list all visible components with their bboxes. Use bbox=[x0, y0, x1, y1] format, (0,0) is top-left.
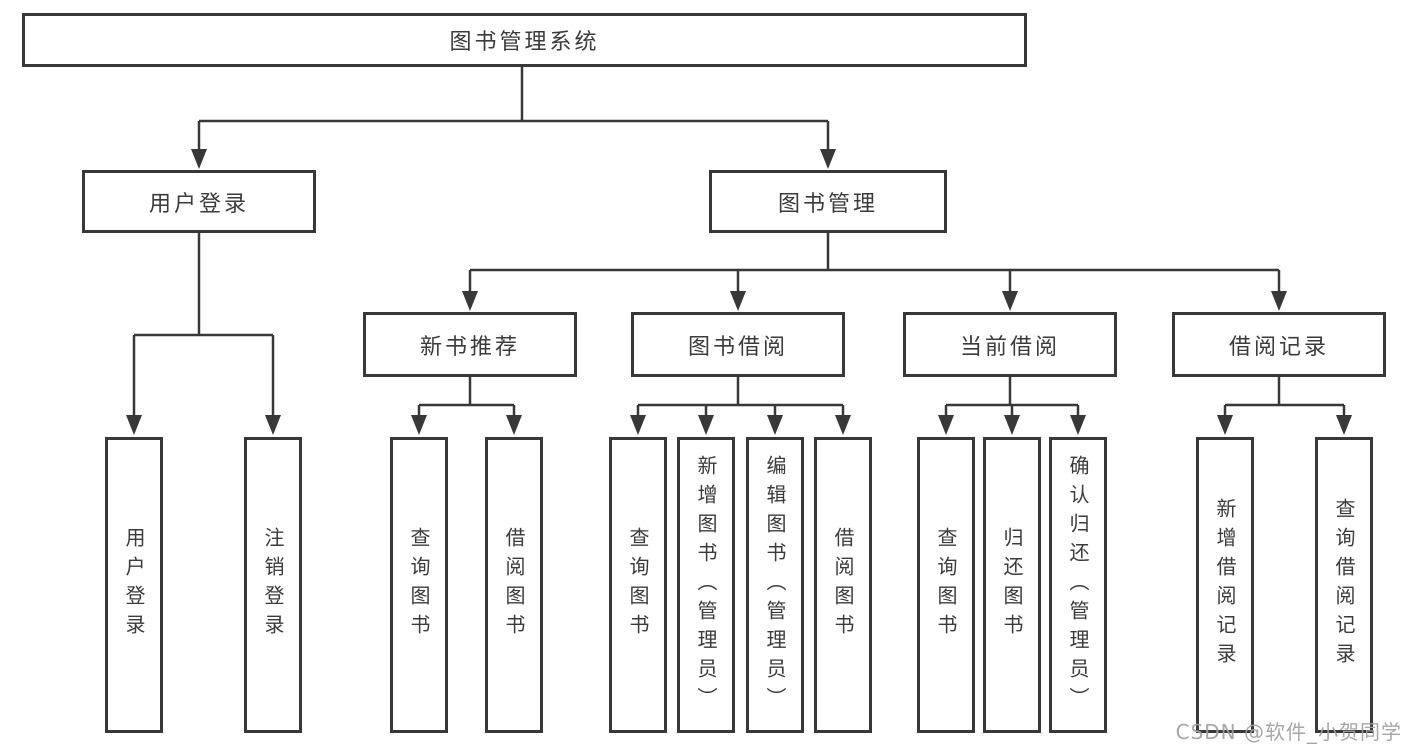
node-label: 用户登录 bbox=[122, 527, 146, 643]
arrowheads bbox=[126, 149, 1352, 435]
leaf-query-borrow-record: 查询借阅记录 bbox=[1315, 437, 1373, 733]
leaf-borrow-books-recommend: 借阅图书 bbox=[485, 437, 543, 733]
node-label: 新增图书（管理员） bbox=[694, 454, 718, 716]
leaf-edit-book-admin: 编辑图书（管理员） bbox=[746, 437, 804, 733]
node-book-management: 图书管理 bbox=[709, 170, 947, 233]
leaf-return-book: 归还图书 bbox=[983, 437, 1041, 733]
leaf-user-login: 用户登录 bbox=[105, 437, 163, 733]
node-label: 归还图书 bbox=[1000, 527, 1024, 643]
connector-segments bbox=[132, 67, 1346, 416]
leaf-borrow-books: 借阅图书 bbox=[814, 437, 872, 733]
leaf-query-books-borrowing: 查询图书 bbox=[609, 437, 667, 733]
leaf-confirm-return-admin: 确认归还（管理员） bbox=[1049, 437, 1107, 733]
leaf-query-books-current: 查询图书 bbox=[917, 437, 975, 733]
node-label: 查询图书 bbox=[626, 527, 650, 643]
node-label: 编辑图书（管理员） bbox=[763, 454, 787, 716]
node-label: 新书推荐 bbox=[419, 334, 520, 360]
node-label: 查询图书 bbox=[934, 527, 958, 643]
node-borrowing-records: 借阅记录 bbox=[1172, 312, 1386, 377]
node-label: 借阅图书 bbox=[502, 527, 526, 643]
node-label: 当前借阅 bbox=[959, 334, 1060, 360]
node-label: 用户登录 bbox=[148, 191, 249, 217]
csdn-watermark: CSDN @软件_小贺同学 bbox=[1175, 720, 1402, 744]
node-label: 图书管理系统 bbox=[449, 30, 600, 55]
node-label: 查询图书 bbox=[407, 527, 431, 643]
node-library-management-system: 图书管理系统 bbox=[22, 13, 1027, 67]
node-user-login: 用户登录 bbox=[82, 170, 316, 233]
node-label: 确认归还（管理员） bbox=[1066, 454, 1090, 716]
node-label: 图书借阅 bbox=[687, 334, 788, 360]
node-label: 借阅图书 bbox=[831, 527, 855, 643]
leaf-query-books-recommend: 查询图书 bbox=[390, 437, 448, 733]
node-label: 借阅记录 bbox=[1228, 334, 1329, 360]
leaf-add-borrow-record: 新增借阅记录 bbox=[1196, 437, 1254, 733]
leaf-add-book-admin: 新增图书（管理员） bbox=[677, 437, 735, 733]
node-current-borrowing: 当前借阅 bbox=[903, 312, 1117, 377]
node-book-borrowing: 图书借阅 bbox=[631, 312, 845, 377]
node-label: 图书管理 bbox=[777, 191, 878, 217]
node-label: 新增借阅记录 bbox=[1213, 498, 1237, 672]
leaf-logout: 注销登录 bbox=[244, 437, 302, 733]
node-new-book-recommend: 新书推荐 bbox=[363, 312, 577, 377]
node-label: 注销登录 bbox=[261, 527, 285, 643]
node-label: 查询借阅记录 bbox=[1332, 498, 1356, 672]
